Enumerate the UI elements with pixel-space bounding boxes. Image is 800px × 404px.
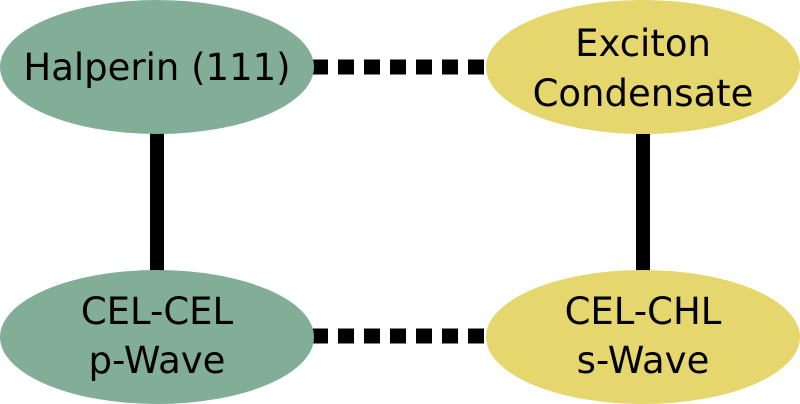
node-celchl-label-line1: CEL-CHL xyxy=(565,290,722,333)
node-exciton-shape xyxy=(486,0,800,134)
node-celchl-shape xyxy=(486,270,800,404)
node-exciton-label-line2: Condensate xyxy=(533,72,754,115)
node-halperin: Halperin (111) xyxy=(0,0,314,134)
node-halperin-shape xyxy=(0,0,314,134)
node-celchl-label-line2: s-Wave xyxy=(577,339,710,382)
node-cel-chl: CEL-CHL s-Wave xyxy=(486,270,800,404)
node-cel-cel: CEL-CEL p-Wave xyxy=(0,270,314,404)
node-exciton-label-line1: Exciton xyxy=(575,22,711,65)
node-celcel-label-line2: p-Wave xyxy=(89,339,226,382)
node-celcel-label-line1: CEL-CEL xyxy=(81,290,234,333)
node-celcel-shape xyxy=(0,270,314,404)
node-halperin-label: Halperin (111) xyxy=(23,46,290,89)
node-exciton-condensate: Exciton Condensate xyxy=(486,0,800,134)
